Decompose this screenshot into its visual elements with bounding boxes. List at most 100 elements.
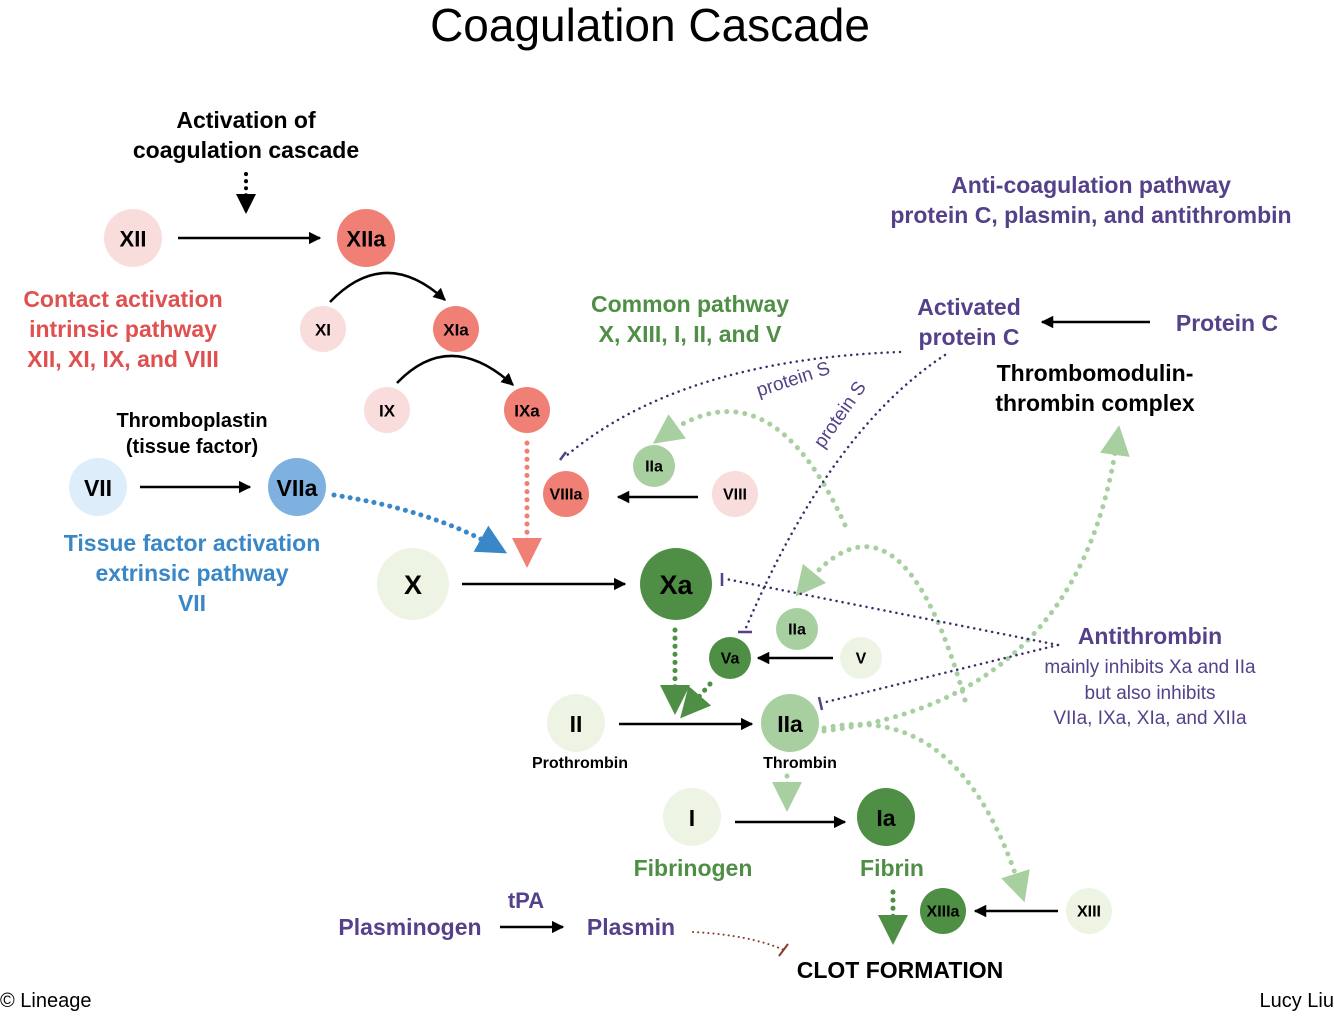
inhibit-at-iia — [820, 643, 1060, 705]
intrinsic-line-1: Contact activation — [23, 286, 223, 312]
common-line-1: Common pathway — [590, 291, 790, 317]
common-line-2: X, XIII, I, II, and V — [598, 321, 782, 347]
factor-node-ii: II — [547, 694, 605, 752]
activation-line-1: Activation of — [176, 107, 316, 133]
factor-label: VIIa — [277, 475, 318, 501]
factor-label: XIIIa — [927, 904, 960, 921]
factor-label: XIIa — [346, 227, 386, 252]
dotted-arrows — [236, 172, 1130, 945]
thromboplastin-label: Thromboplastin (tissue factor) — [72, 408, 312, 460]
factor-node-xiia: XIIa — [337, 209, 395, 267]
factor-node-ixa: IXa — [504, 387, 550, 433]
factor-circle — [364, 387, 410, 433]
factor-label: VII — [84, 475, 112, 501]
factor-circle — [377, 548, 449, 620]
arrow-ix-ixa — [396, 354, 514, 386]
thrombomodulin-label: Thrombomodulin- thrombin complex — [970, 358, 1220, 418]
factor-node-ia: Ia — [857, 788, 915, 846]
factor-circle — [268, 458, 326, 516]
antithrombin-desc-line-3: VIIa, IXa, XIa, and XIIa — [1053, 708, 1247, 729]
antithrombin-desc-line-2: but also inhibits — [1084, 682, 1216, 704]
protein-c-label: Protein C — [1175, 310, 1279, 336]
factor-circle — [633, 445, 675, 487]
extrinsic-line-3: VII — [177, 590, 207, 616]
apc-line-1: Activated — [917, 294, 1021, 320]
arrow-va-iia-dotted — [680, 681, 713, 719]
factor-node-xi: XI — [300, 306, 346, 352]
thromboplastin-line-2: (tissue factor) — [125, 436, 259, 458]
factor-label: VIII — [723, 487, 747, 504]
factor-circle — [337, 209, 395, 267]
factor-circle — [433, 306, 479, 352]
factor-node-i: I — [663, 788, 721, 846]
arrow-iia-viiia-dotted — [652, 409, 848, 528]
apc-line-2: protein C — [918, 324, 1020, 350]
factor-label: XIII — [1077, 904, 1101, 921]
factor-circle — [640, 548, 712, 620]
factor-label: XII — [120, 227, 147, 252]
factor-node-iia-viii: IIa — [633, 445, 675, 487]
factor-circle — [504, 387, 550, 433]
factor-label: IX — [379, 402, 396, 421]
factor-circle — [1066, 888, 1112, 934]
tpa-label: tPA — [507, 888, 545, 913]
factor-label: IIa — [777, 711, 803, 737]
common-pathway-label: Common pathway X, XIII, I, II, and V — [550, 289, 830, 349]
factor-label: IIa — [788, 622, 806, 639]
protein-s-label-2: protein S — [810, 378, 871, 452]
solid-arrows — [140, 231, 1150, 934]
inhibition-lines — [564, 350, 1060, 705]
factor-node-v: V — [840, 637, 882, 679]
author-label: Lucy Liu — [1259, 990, 1334, 1012]
factor-node-viiia: VIIIa — [543, 471, 589, 517]
factor-node-xia: XIa — [433, 306, 479, 352]
factor-label: I — [689, 805, 695, 831]
inhibit-plasmin-clot — [692, 931, 785, 951]
inhibition-bars — [559, 451, 824, 711]
factor-label: IIa — [645, 459, 663, 476]
activation-line-2: coagulation cascade — [132, 137, 360, 163]
factor-label: Ia — [876, 805, 895, 831]
intrinsic-line-2: intrinsic pathway — [29, 316, 217, 342]
anticoag-pathway-label: Anti-coagulation pathway protein C, plas… — [860, 170, 1322, 230]
antithrombin-description: mainly inhibits Xa and IIa but also inhi… — [1020, 655, 1280, 732]
inhibit-plasmin-clot-bar — [778, 943, 789, 957]
factor-label: Va — [721, 651, 740, 668]
anticoag-line-1: Anti-coagulation pathway — [951, 172, 1231, 198]
factor-label: XIa — [443, 321, 469, 340]
factor-label: V — [856, 651, 867, 668]
thrombomodulin-line-2: thrombin complex — [995, 390, 1195, 416]
page-title: Coagulation Cascade — [430, 0, 870, 51]
factor-node-iia: IIa — [761, 694, 819, 752]
plasmin-label: Plasmin — [586, 914, 676, 940]
fibrin-label: Fibrin — [860, 855, 924, 881]
factor-node-viia: VIIa — [268, 458, 326, 516]
plasminogen-label: Plasminogen — [338, 914, 482, 940]
factor-circle — [663, 788, 721, 846]
inhibit-at-xa — [724, 577, 1060, 647]
clot-formation-label: CLOT FORMATION — [796, 957, 1004, 983]
factor-circle — [712, 471, 758, 517]
factor-node-iia-v: IIa — [776, 608, 818, 650]
prothrombin-label: Prothrombin — [532, 755, 628, 772]
factor-node-vii: VII — [69, 458, 127, 516]
protein-s-label-1: protein S — [754, 358, 833, 401]
factor-node-ix: IX — [364, 387, 410, 433]
factor-label: II — [570, 711, 583, 737]
arrow-viia-x-dotted — [331, 492, 508, 554]
arrow-iia-thrombomodulin-dotted — [821, 425, 1130, 734]
thromboplastin-line-1: Thromboplastin — [116, 410, 268, 432]
factor-node-xii: XII — [104, 209, 162, 267]
arrow-iia-xiiia-dotted — [821, 721, 1030, 903]
factor-circle — [300, 306, 346, 352]
factor-node-viii: VIII — [712, 471, 758, 517]
factor-circle — [543, 471, 589, 517]
antithrombin-desc-line-1: mainly inhibits Xa and IIa — [1044, 657, 1256, 678]
activated-protein-c-label: Activated protein C — [900, 292, 1038, 352]
factor-circle — [920, 888, 966, 934]
fibrinogen-label: Fibrinogen — [633, 855, 753, 881]
factor-label: IXa — [514, 402, 540, 421]
intrinsic-pathway-label: Contact activation intrinsic pathway XII… — [0, 284, 246, 374]
